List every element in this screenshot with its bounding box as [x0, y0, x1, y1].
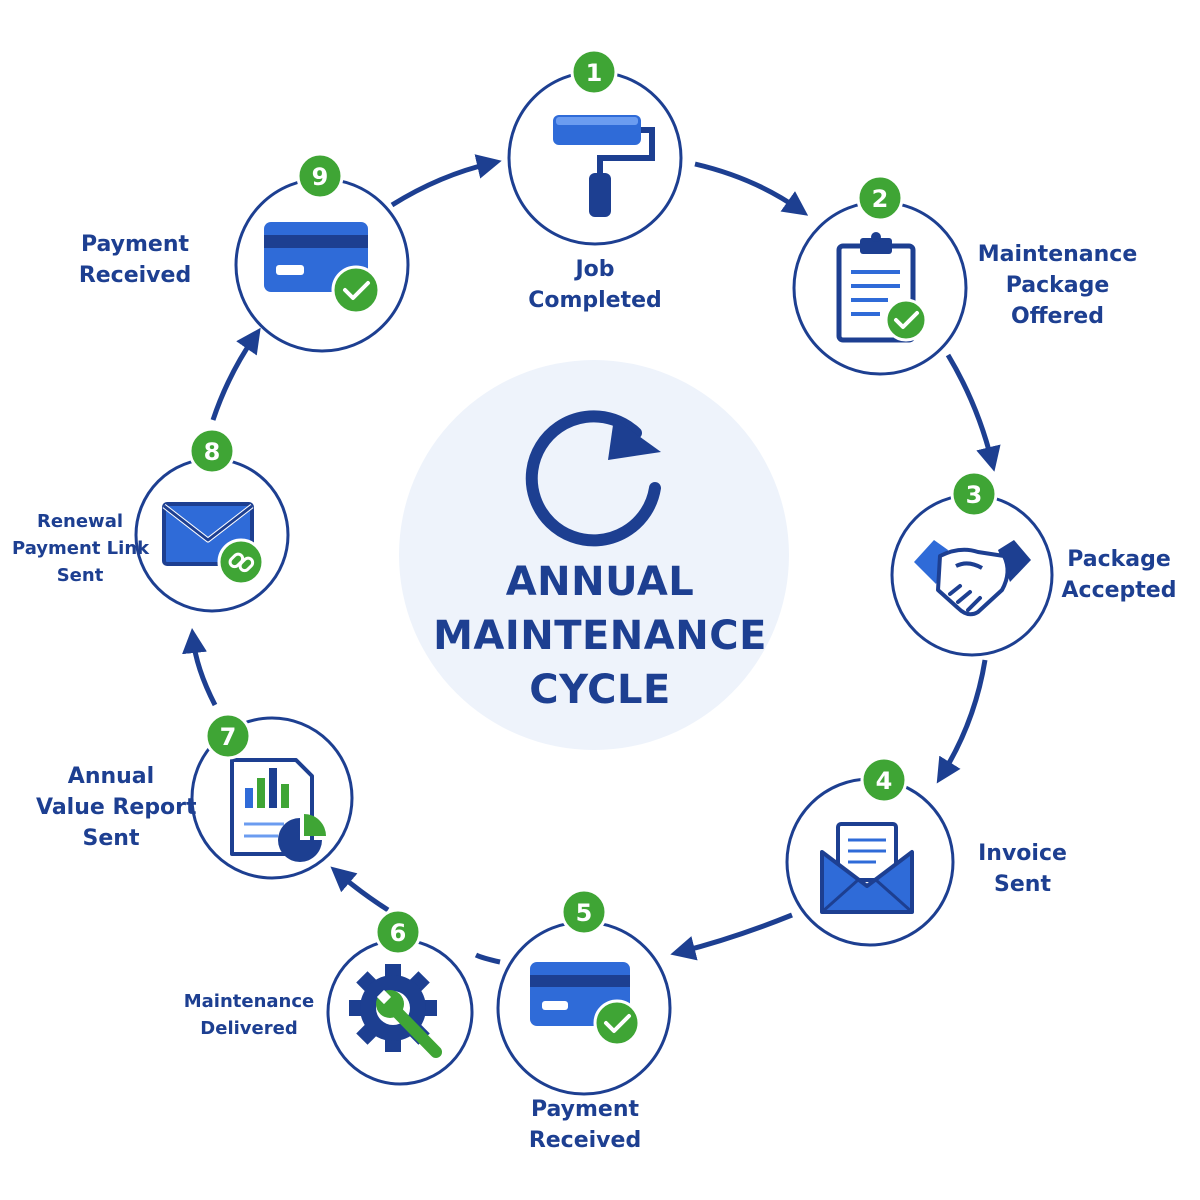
svg-text:9: 9: [312, 163, 329, 191]
svg-text:4: 4: [876, 767, 893, 795]
arrow-6-to-7: [330, 866, 390, 913]
step-7-label: Annual Value Report Sent: [36, 764, 197, 851]
svg-text:3: 3: [966, 481, 983, 509]
step-4-badge: 4: [860, 756, 908, 804]
arrow-3-to-4: [936, 659, 988, 784]
svg-text:7: 7: [220, 723, 237, 751]
step-7-badge: 7: [204, 712, 252, 760]
step-8-badge: 8: [188, 427, 236, 475]
title-line: CYCLE: [529, 667, 671, 713]
step-2-label: Maintenance Package Offered: [977, 242, 1138, 329]
envelope-link-icon: [162, 502, 265, 586]
paint-roller-icon: [553, 115, 655, 217]
title-line: ANNUAL: [505, 559, 695, 605]
step-5-label: Payment Received: [528, 1097, 642, 1153]
center-disc: [399, 360, 789, 750]
arrow-9-to-1: [390, 154, 502, 208]
credit-card-check-icon: [264, 222, 381, 315]
svg-text:2: 2: [872, 185, 889, 213]
step-9-badge: 9: [296, 152, 344, 200]
handshake-icon: [914, 540, 1031, 617]
arrow-8-to-9: [210, 327, 261, 421]
step-1-badge: 1: [570, 48, 618, 96]
svg-text:6: 6: [390, 919, 407, 947]
arrow-1-to-2: [694, 161, 809, 216]
step-5-badge: 5: [560, 888, 608, 936]
clipboard-check-icon: [836, 232, 928, 343]
svg-text:1: 1: [586, 59, 603, 87]
step-6-label: Maintenance Delivered: [183, 991, 315, 1039]
step-6-badge: 6: [374, 908, 422, 956]
refresh-icon: [525, 410, 661, 547]
arrow-2-to-3: [945, 353, 1001, 472]
step-8-label: Renewal Payment Link Sent: [12, 511, 150, 586]
cycle-arrows: [182, 154, 1001, 965]
step-4-label: Invoice Sent: [978, 841, 1067, 897]
envelope-document-icon: [820, 822, 914, 914]
report-chart-icon: [230, 758, 326, 862]
number-badges: 1 2 3 4 5 6 7: [188, 48, 998, 956]
svg-text:8: 8: [204, 438, 221, 466]
step-3-badge: 3: [950, 470, 998, 518]
arrow-5-to-6: [474, 952, 501, 965]
diagram-title: ANNUAL MAINTENANCE CYCLE: [420, 555, 780, 717]
svg-text:5: 5: [576, 899, 593, 927]
arrow-7-to-8: [182, 628, 218, 707]
step-1-label: Job Completed: [528, 257, 662, 313]
step-9-label: Payment Received: [78, 232, 192, 288]
credit-card-check-icon: [530, 962, 641, 1047]
step-1-circle: [507, 70, 683, 246]
arrow-4-to-5: [670, 912, 793, 961]
step-2-badge: 2: [856, 174, 904, 222]
step-3-label: Package Accepted: [1061, 547, 1177, 603]
gear-wrench-icon: [349, 964, 442, 1058]
title-line: MAINTENANCE: [433, 613, 767, 659]
